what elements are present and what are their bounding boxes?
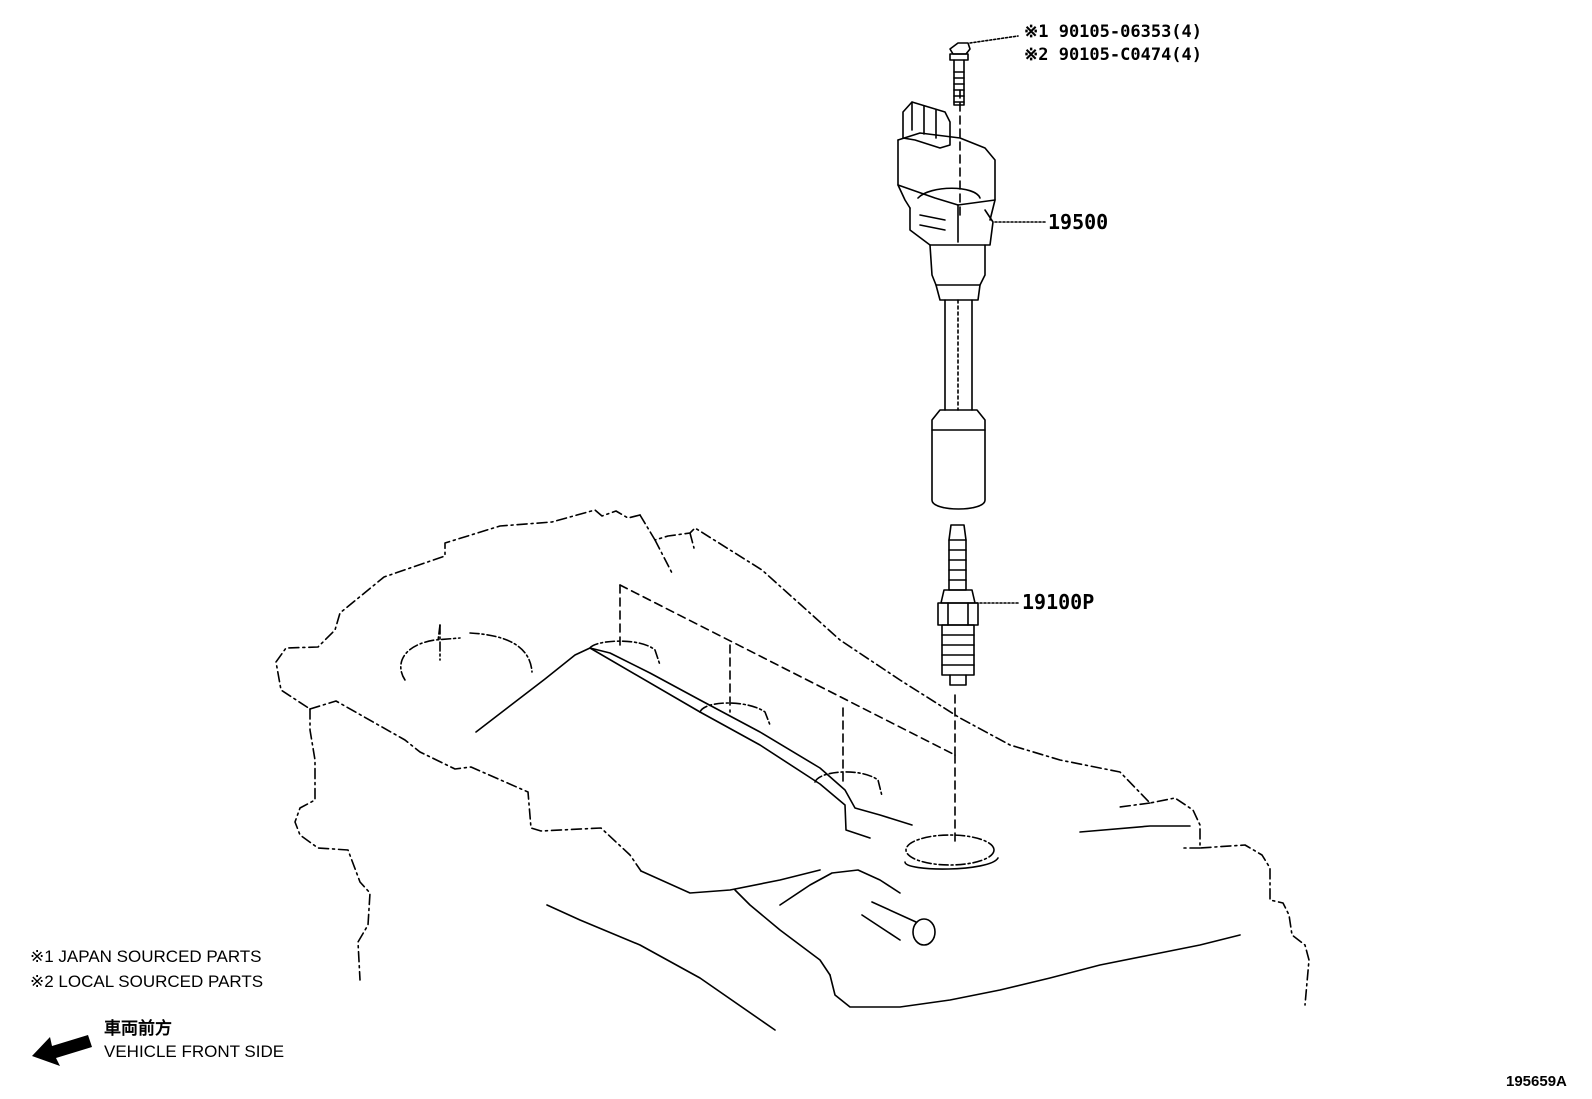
oil-filler-pipe xyxy=(861,901,936,946)
bolt-leader-line xyxy=(969,35,1019,44)
ignition-coil-callout: 19500 xyxy=(1048,210,1109,234)
vehicle-front-arrow-icon xyxy=(32,1035,92,1066)
note-japan-sourced: ※1 JAPAN SOURCED PARTS xyxy=(30,947,262,966)
cylinder-bores xyxy=(400,624,999,870)
illustration-id: 195659A xyxy=(1506,1073,1567,1090)
note-local-sourced: ※2 LOCAL SOURCED PARTS xyxy=(30,972,264,991)
bolt-part xyxy=(949,42,971,106)
bolt-part-number-japan: ※1 90105-06353(4) xyxy=(1024,22,1203,42)
engine-head-cover xyxy=(275,509,1310,1006)
bolt-part-number-local: ※2 90105-C0474(4) xyxy=(1024,45,1203,65)
spark-plug-part xyxy=(937,524,979,686)
ignition-coil-part xyxy=(897,101,996,510)
assembly-guide-lines xyxy=(619,89,961,846)
vehicle-front-label-japanese: 車両前方 xyxy=(104,1019,172,1038)
head-cover-ridges xyxy=(475,647,1241,1031)
spark-plug-callout: 19100P xyxy=(1022,590,1095,614)
vehicle-front-label: VEHICLE FRONT SIDE xyxy=(104,1042,285,1061)
